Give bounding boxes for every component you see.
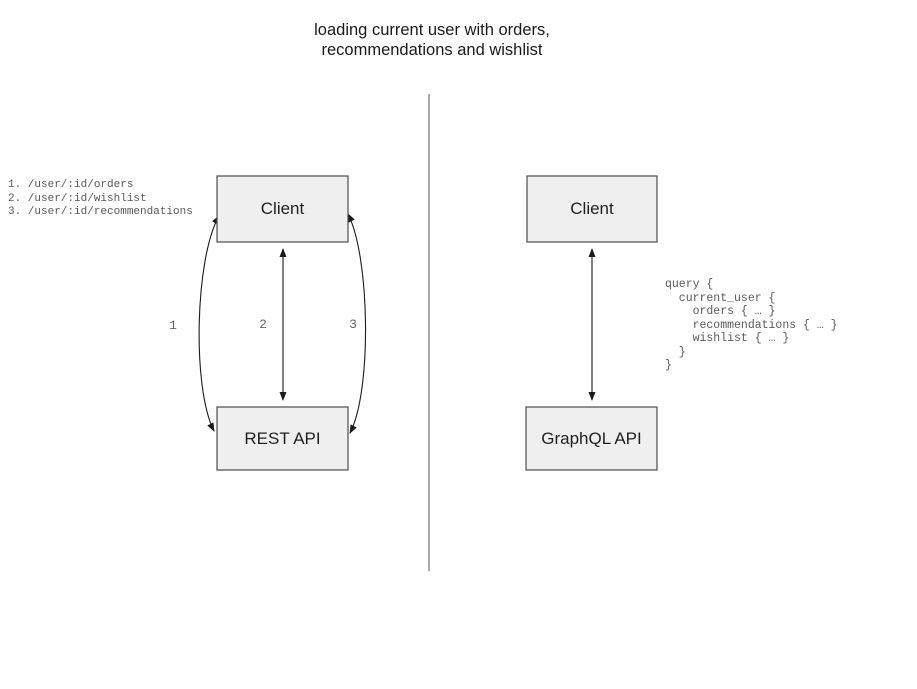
graphql-query-code: query { current_user { orders { … } reco… xyxy=(665,278,838,372)
arrow-orders xyxy=(198,215,220,432)
rest-client-box xyxy=(216,175,349,243)
arrow-label-1: 1 xyxy=(169,318,177,333)
graphql-api-box xyxy=(525,406,658,471)
rest-endpoints-code: 1. /user/:id/orders 2. /user/:id/wishlis… xyxy=(8,179,193,218)
arrow-label-3: 3 xyxy=(349,317,357,332)
arrow-label-2: 2 xyxy=(259,317,267,332)
rest-api-box xyxy=(216,406,349,471)
graphql-client-box xyxy=(526,175,658,243)
diagram-title: loading current user with orders, recomm… xyxy=(314,21,550,59)
arrow-recommendations xyxy=(347,213,367,434)
